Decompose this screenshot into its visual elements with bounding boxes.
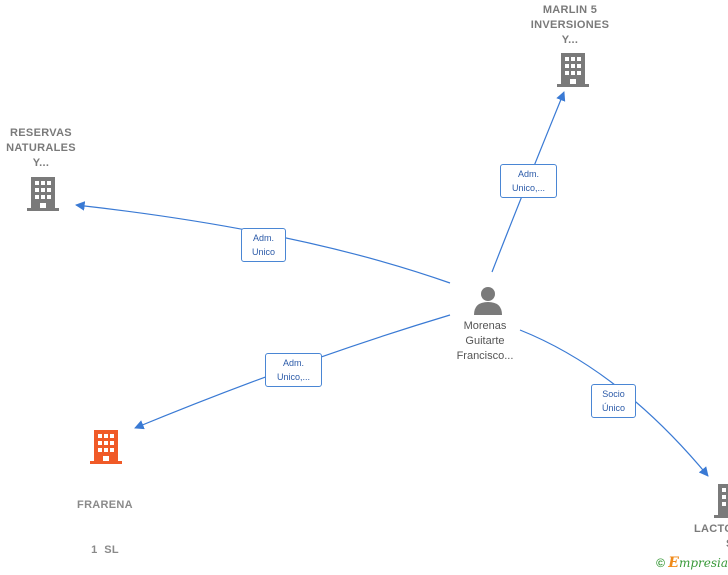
edge-label-marlin[interactable]: Adm. Unico,...	[500, 164, 557, 198]
company-name-line: Y...	[32, 157, 50, 169]
company-label-lacto[interactable]: LACTO S	[694, 522, 728, 552]
building-icon[interactable]	[90, 430, 122, 464]
company-name-line: MARLIN 5	[542, 4, 598, 16]
edge-label-line: Único	[601, 403, 625, 413]
edge-label-line: Unico,...	[276, 372, 310, 382]
company-name-line: Y...	[561, 34, 579, 46]
edge-label-line: Adm.	[517, 169, 539, 179]
edge-label-line: Adm.	[282, 358, 304, 368]
edge-label-line: Socio	[602, 389, 625, 399]
edge-label-reservas[interactable]: Adm. Unico	[241, 228, 286, 262]
building-icon[interactable]	[714, 484, 728, 518]
company-name-line: LACTO	[694, 523, 728, 535]
brand-name: mpresia	[678, 556, 728, 570]
building-icon[interactable]	[557, 53, 589, 87]
edge-label-line: Adm.	[252, 233, 274, 243]
building-icon[interactable]	[27, 177, 59, 211]
company-name-line: NATURALES	[6, 142, 76, 154]
company-name-line: S	[694, 537, 728, 552]
company-name-line: INVERSIONES	[530, 19, 610, 31]
company-label-marlin[interactable]: MARLIN 5 INVERSIONES Y...	[520, 3, 620, 48]
edge-label-line: Unico	[251, 247, 275, 257]
edge-label-lacto[interactable]: Socio Único	[591, 384, 636, 418]
edge-label-frarena[interactable]: Adm. Unico,...	[265, 353, 322, 387]
edge-label-line: Unico,...	[511, 183, 545, 193]
company-name-line: FRARENA	[77, 499, 133, 511]
person-name-line: Guitarte	[465, 335, 505, 347]
company-name-line: 1 SL	[91, 544, 119, 556]
company-label-reservas[interactable]: RESERVAS NATURALES Y...	[0, 126, 82, 171]
brand-initial: E	[668, 555, 679, 571]
copyright-icon: ©	[656, 556, 665, 570]
person-label[interactable]: Morenas Guitarte Francisco...	[440, 319, 530, 364]
person-name-line: Francisco...	[456, 350, 514, 362]
company-label-frarena[interactable]: FRARENA 1 SL	[60, 468, 150, 573]
person-icon[interactable]	[473, 285, 503, 315]
empresia-watermark: © Empresia	[656, 555, 728, 571]
person-name-line: Morenas	[463, 320, 507, 332]
company-name-line: RESERVAS	[10, 127, 72, 139]
